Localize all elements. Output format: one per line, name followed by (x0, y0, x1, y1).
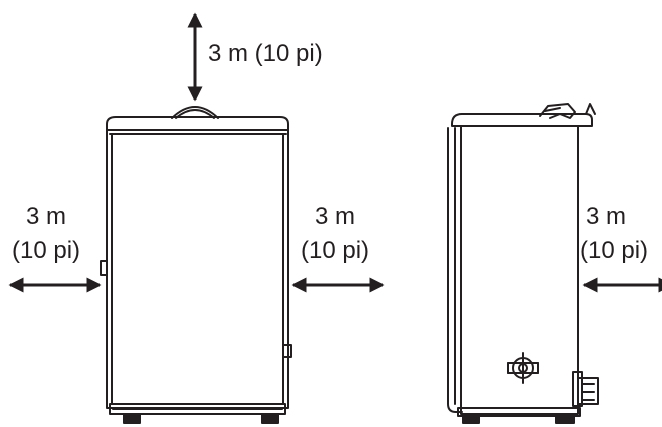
top-clearance-label: 3 m (10 pi) (208, 40, 323, 67)
left-clearance-label-line1: 3 m (25, 203, 66, 230)
right-clearance-label-line2: (10 pi) (580, 237, 649, 264)
middle-clearance-label-line2: (10 pi) (300, 237, 370, 264)
appliance-side-view-icon (447, 103, 599, 424)
middle-clearance-label-line1: 3 m (314, 203, 355, 230)
left-clearance-label-line2: (10 pi) (11, 237, 81, 264)
appliance-front-view-icon (100, 106, 292, 424)
right-clearance-label-line1: 3 m (586, 203, 627, 230)
